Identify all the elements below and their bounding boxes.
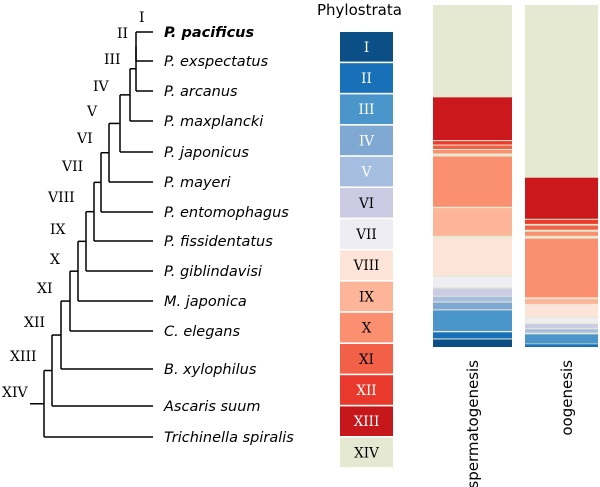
species-label: M. japonica	[164, 294, 247, 310]
species-label: P. entomophagus	[164, 205, 289, 221]
expression-band	[433, 296, 512, 302]
expression-band	[525, 177, 598, 219]
expression-band	[433, 332, 512, 339]
expression-band	[433, 238, 512, 276]
species-label: Trichinella spiralis	[164, 430, 294, 446]
phylostratum-box	[340, 344, 393, 374]
column-label: oogenesis	[558, 360, 576, 436]
phylostratum-label: V	[361, 165, 372, 181]
node-label: II	[117, 26, 128, 42]
node-label: XI	[37, 281, 53, 297]
node-label: VII	[61, 159, 83, 175]
phylostratum-label: XI	[359, 352, 374, 368]
expression-band	[433, 150, 512, 154]
species-label: P. arcanus	[164, 84, 238, 100]
species-label: C. elegans	[164, 324, 240, 340]
species-labels: P. pacificus P. exspectatus P. arcanus P. m…	[163, 25, 294, 446]
phylostratum-box	[340, 281, 393, 312]
phylostratum-box	[340, 156, 393, 187]
species-label: P. giblindavisi	[164, 264, 262, 280]
phylostratum-box	[340, 250, 393, 280]
node-label: I	[139, 10, 145, 26]
phylostratum-box	[340, 63, 393, 93]
expression-band	[525, 317, 598, 324]
expression-band	[525, 231, 598, 236]
phylostratum-box	[340, 188, 393, 218]
expression-band	[525, 238, 598, 298]
expression-band	[433, 302, 512, 310]
species-label: P. japonicus	[164, 145, 249, 161]
expression-band	[433, 156, 512, 207]
phylostratum-box	[340, 375, 393, 405]
node-label: XII	[24, 315, 45, 331]
node-label: VIII	[47, 190, 75, 206]
expression-band	[433, 97, 512, 141]
phylostratum-label: IV	[359, 133, 374, 149]
expression-band	[433, 288, 512, 296]
phylostratum-box	[340, 437, 393, 468]
node-label: XIV	[2, 385, 28, 401]
node-label: IV	[93, 79, 110, 95]
species-label: P. exspectatus	[164, 54, 269, 70]
phylostratum-label: XII	[356, 383, 376, 399]
node-label: III	[104, 52, 121, 68]
node-label: X	[50, 252, 60, 268]
phylostratum-box	[340, 32, 393, 62]
expression-band	[525, 225, 598, 230]
expression-band	[525, 344, 598, 347]
expression-band	[525, 219, 598, 224]
species-label: B. xylophilus	[164, 362, 257, 378]
phylostratum-label: XIV	[354, 445, 379, 461]
expression-band	[433, 276, 512, 288]
phylostratum-box	[340, 312, 393, 343]
phylostratum-box	[340, 219, 393, 249]
expression-columns: spermatogenesis oogenesis	[433, 5, 598, 487]
node-label: V	[86, 104, 98, 120]
phylostratum-label: XIII	[354, 414, 380, 430]
species-label: Ascaris suum	[163, 399, 261, 415]
node-label: XIII	[10, 349, 37, 365]
expression-band	[525, 304, 598, 317]
phylostratum-label: X	[362, 321, 372, 337]
species-label: P. pacificus	[164, 25, 255, 41]
expression-band	[433, 141, 512, 145]
expression-band	[525, 329, 598, 333]
expression-band	[433, 145, 512, 149]
expression-band	[433, 339, 512, 347]
expression-band	[433, 208, 512, 236]
phylostratum-label: VI	[358, 196, 374, 212]
species-label: P. maxplancki	[164, 114, 263, 130]
expression-band	[525, 334, 598, 344]
species-label: P. fissidentatus	[164, 234, 273, 250]
phylostratum-label: II	[361, 71, 372, 87]
phylostratum-box	[340, 406, 393, 436]
phylostratum-label: I	[364, 40, 369, 56]
column-label: spermatogenesis	[464, 360, 482, 487]
expression-band	[525, 324, 598, 329]
phylostrata-title: Phylostrata	[317, 1, 402, 19]
expression-band	[525, 299, 598, 304]
phylostratum-label: VIII	[353, 258, 380, 274]
node-label: IX	[50, 222, 66, 238]
species-label: P. mayeri	[164, 175, 230, 191]
phylostratum-label: III	[359, 102, 375, 118]
phylostratum-box	[340, 94, 393, 124]
phylostratum-box	[340, 125, 393, 156]
phylostratum-label: VII	[355, 227, 376, 243]
phylostratum-label: IX	[359, 289, 374, 305]
expression-band	[433, 310, 512, 331]
node-label: VI	[76, 131, 93, 147]
